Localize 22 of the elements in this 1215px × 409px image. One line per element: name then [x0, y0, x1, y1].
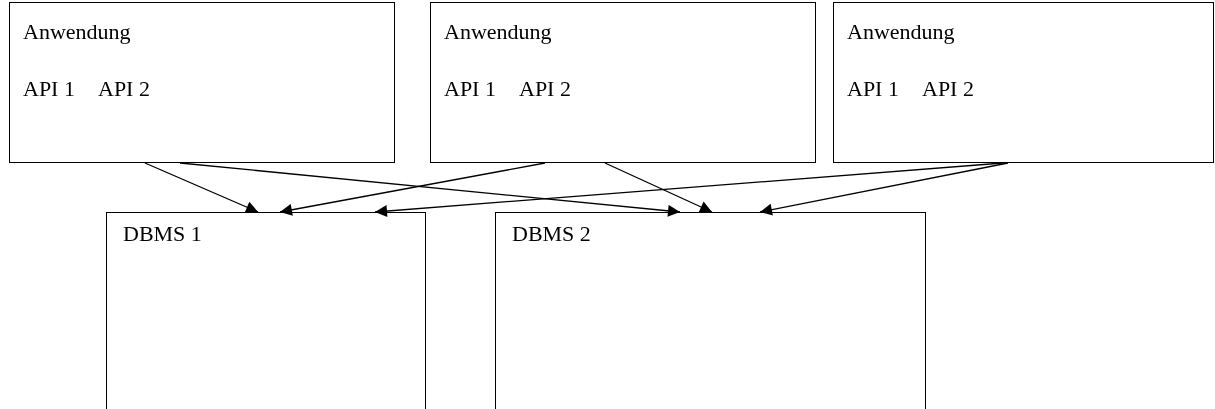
dbms-box — [495, 212, 926, 409]
arrow — [179, 162, 681, 217]
api-label: API 2 — [922, 76, 974, 102]
application-box — [9, 2, 395, 163]
api-label: API 2 — [519, 76, 571, 102]
box-title: DBMS 1 — [123, 221, 202, 247]
box-title: Anwendung — [23, 19, 131, 45]
arrow — [144, 162, 259, 213]
box-title: Anwendung — [847, 19, 955, 45]
arrow — [374, 162, 1004, 218]
api-label: API 1 — [23, 76, 75, 102]
arrow — [759, 162, 1009, 216]
api-label: API 1 — [847, 76, 899, 102]
arrow — [604, 162, 713, 213]
application-box — [430, 2, 816, 163]
box-title: Anwendung — [444, 19, 552, 45]
dbms-box — [106, 212, 426, 409]
application-box — [833, 2, 1214, 163]
api-label: API 2 — [98, 76, 150, 102]
box-title: DBMS 2 — [512, 221, 591, 247]
api-label: API 1 — [444, 76, 496, 102]
arrow — [279, 162, 546, 216]
